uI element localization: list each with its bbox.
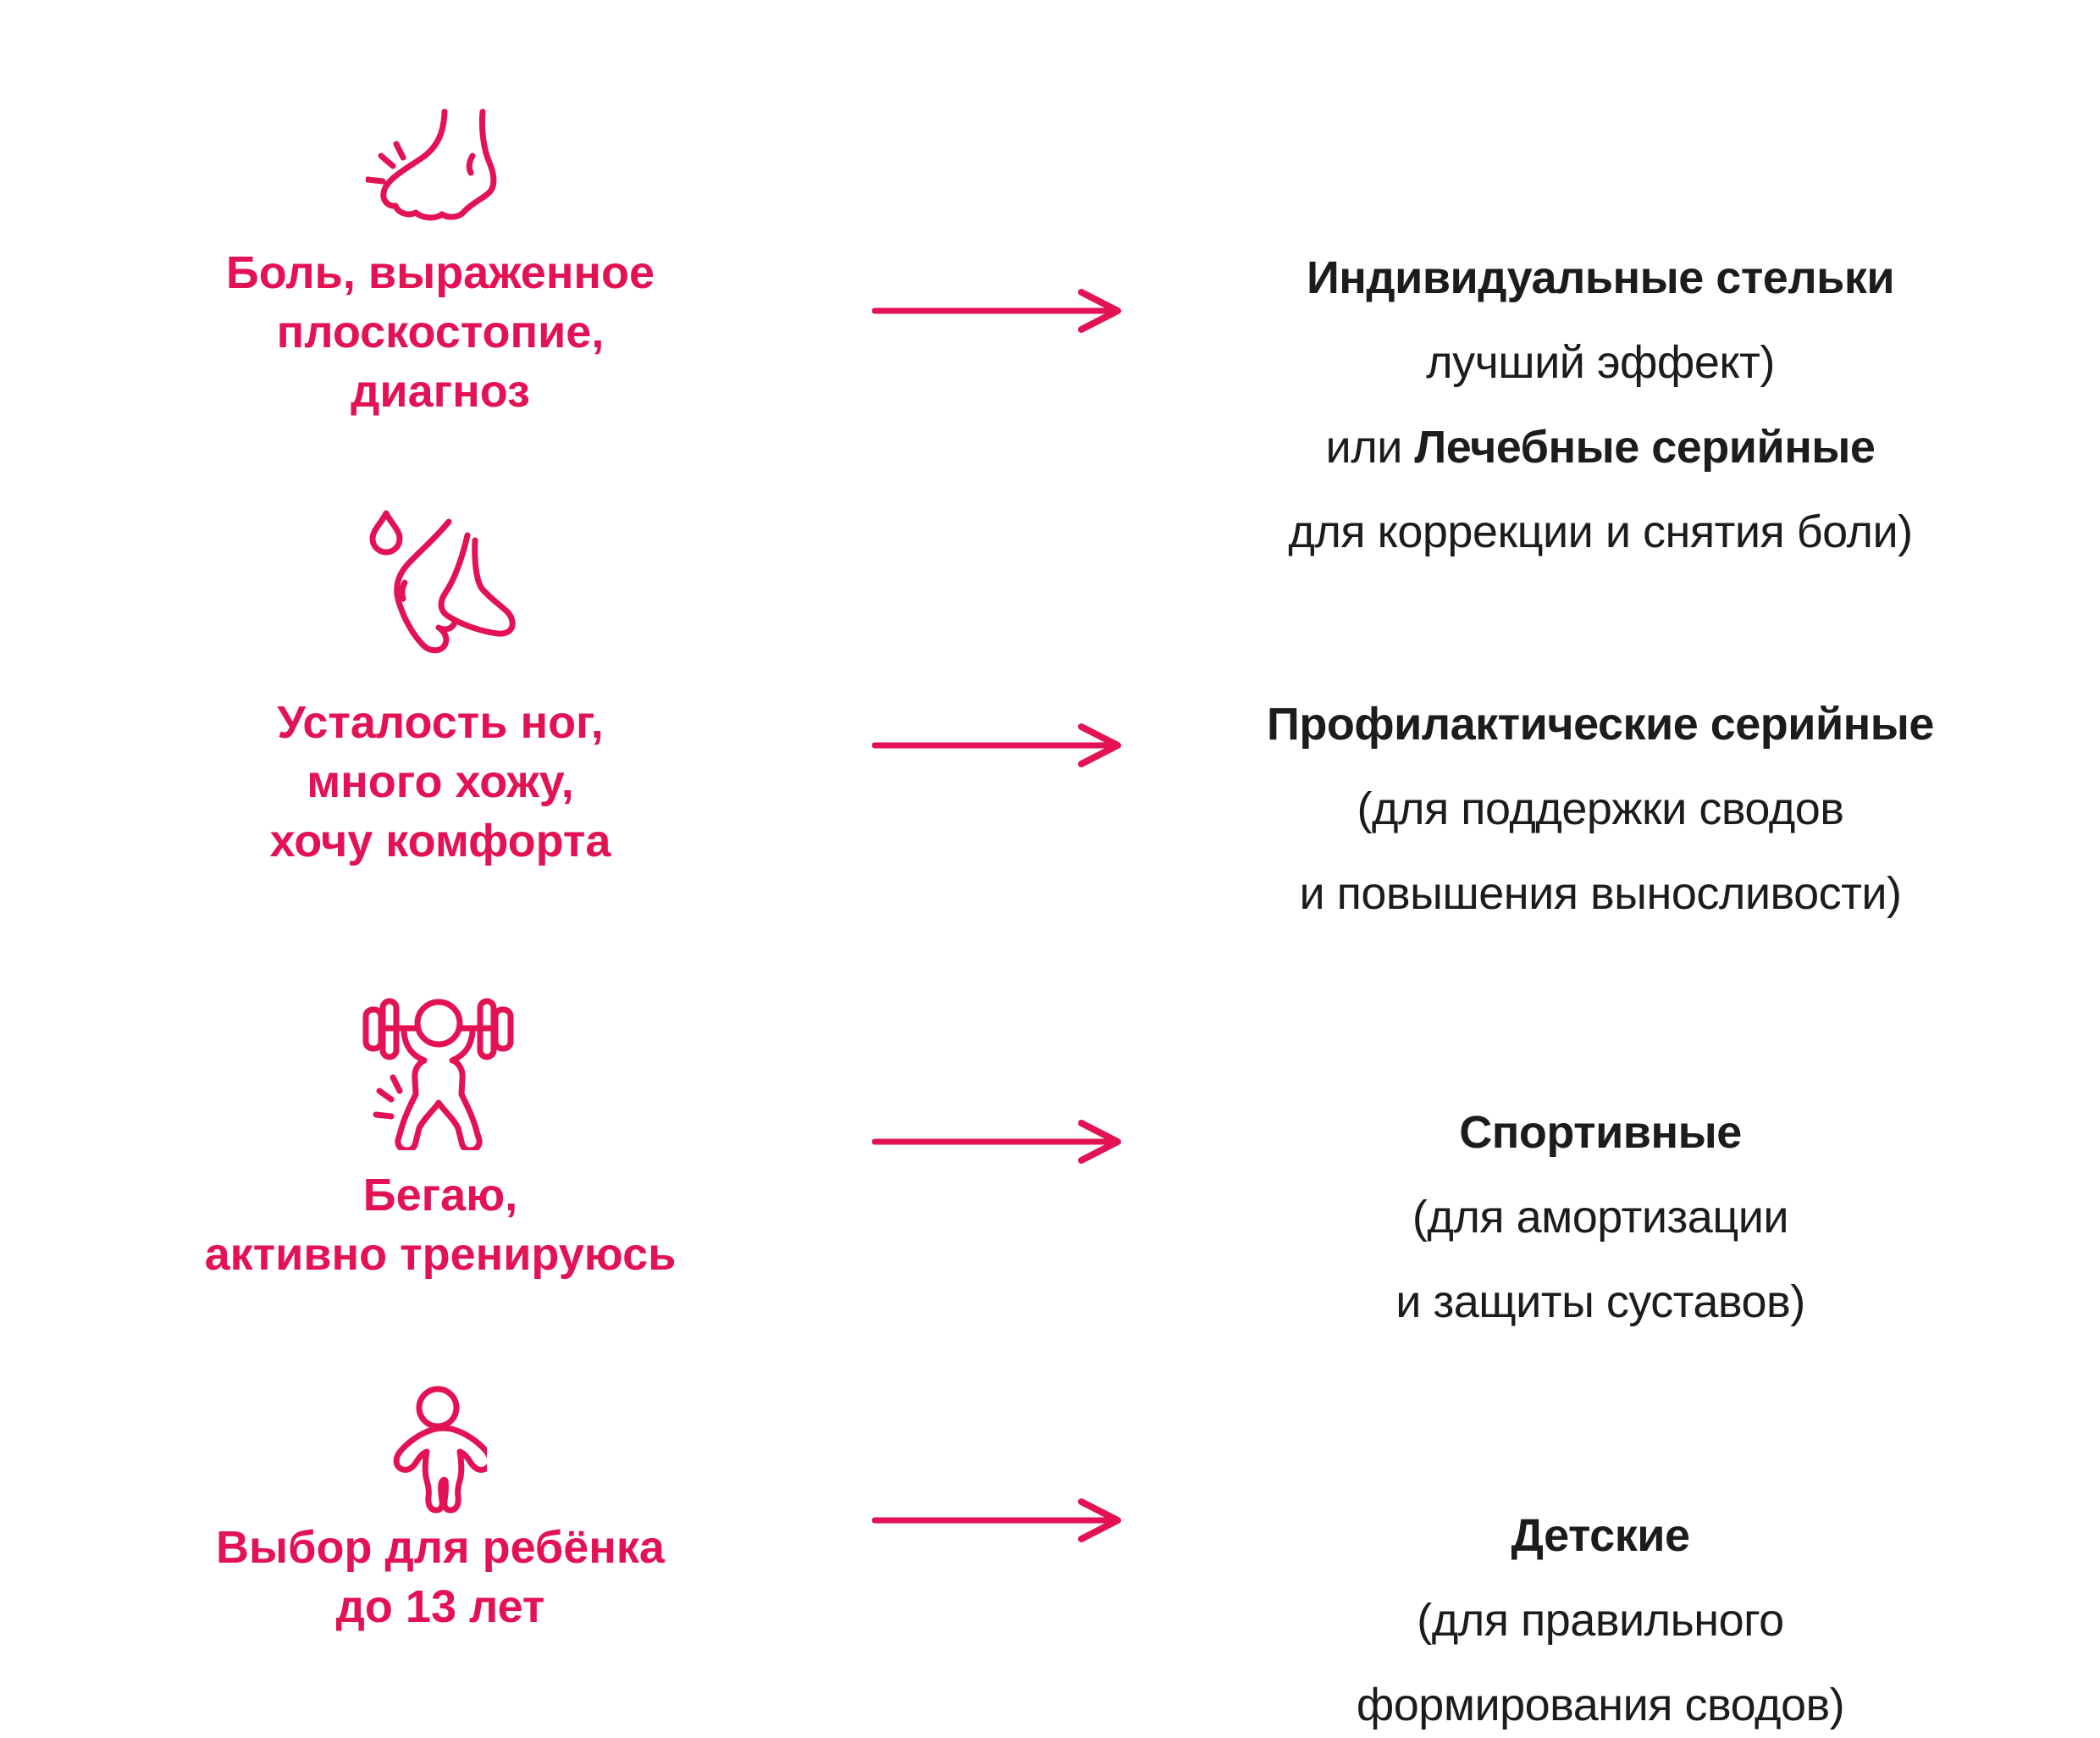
result-line: (для правильного bbox=[1417, 1595, 1784, 1646]
arrow-icon bbox=[872, 1117, 1126, 1166]
need-line: Боль, выраженное bbox=[225, 247, 655, 298]
result-line: Индивидуальные стельки bbox=[1306, 252, 1895, 303]
need-line: хочу комфорта bbox=[269, 816, 611, 866]
arrow-icon bbox=[872, 1496, 1126, 1545]
result-line: для коррекции и снятия боли) bbox=[1288, 506, 1913, 557]
result-text-children: Детские (для правильного формирования св… bbox=[1177, 1493, 2024, 1738]
need-line: Бегаю, bbox=[362, 1170, 518, 1220]
need-caption-child: Выбор для ребёнка до 13 лет bbox=[119, 1518, 762, 1636]
need-line: много хожу, bbox=[307, 756, 574, 807]
need-line: диагноз bbox=[351, 366, 530, 417]
result-text-preventive: Профилактические серийные (для поддержки… bbox=[1177, 682, 2024, 936]
result-text-individual: Индивидуальные стельки лучший эффект) ил… bbox=[1177, 235, 2024, 574]
result-text-sport: Спортивные (для амортизации и защиты сус… bbox=[1177, 1090, 2024, 1344]
need-line: Усталость ног, bbox=[277, 697, 604, 748]
result-line: и повышения выносливости) bbox=[1299, 868, 1902, 919]
child-icon bbox=[385, 1382, 487, 1514]
result-line: лучший эффект) bbox=[1426, 337, 1775, 388]
need-line: активно тренируюсь bbox=[204, 1229, 677, 1280]
need-line: плоскостопие, bbox=[276, 307, 605, 357]
arrow-icon bbox=[872, 721, 1126, 770]
result-line: или Лечебные серийные bbox=[1325, 422, 1876, 473]
weightlifter-icon bbox=[356, 996, 521, 1150]
result-line: Детские bbox=[1511, 1510, 1690, 1561]
need-line: до 13 лет bbox=[335, 1581, 545, 1632]
foot-pain-icon bbox=[366, 108, 497, 227]
arrow-icon bbox=[872, 286, 1126, 335]
tired-feet-icon bbox=[362, 510, 528, 671]
need-caption-tired: Усталость ног, много хожу, хочу комфорта bbox=[119, 693, 762, 871]
result-line: формирования сводов) bbox=[1356, 1680, 1845, 1730]
need-caption-pain: Боль, выраженное плоскостопие, диагноз bbox=[119, 243, 762, 421]
result-line: Спортивные bbox=[1459, 1107, 1742, 1158]
result-line: Профилактические серийные bbox=[1267, 699, 1934, 750]
result-line: и защиты суставов) bbox=[1395, 1276, 1805, 1327]
need-caption-sport: Бегаю, активно тренируюсь bbox=[119, 1165, 762, 1284]
result-line: (для поддержки сводов bbox=[1357, 783, 1844, 834]
need-line: Выбор для ребёнка bbox=[216, 1522, 665, 1573]
result-line: (для амортизации bbox=[1412, 1192, 1789, 1243]
